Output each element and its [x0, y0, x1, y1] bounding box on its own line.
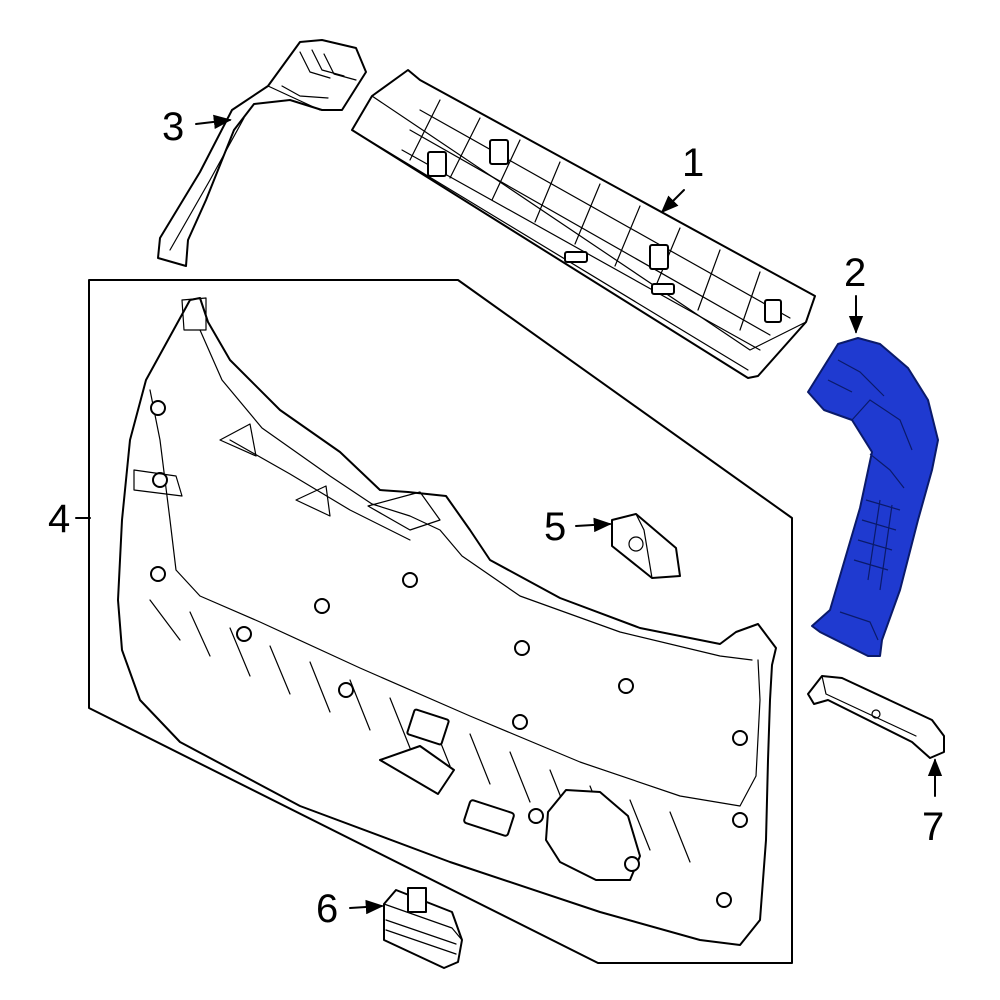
part-1-upper-trim-panel[interactable] — [351, 69, 816, 379]
part-3-pillar-trim-left[interactable] — [157, 39, 367, 267]
part-2-pillar-trim-right[interactable] — [807, 337, 939, 657]
callout-2: 2 — [844, 251, 866, 295]
callout-7: 7 — [922, 805, 944, 849]
callout-6: 6 — [316, 887, 338, 931]
part-6-connector-block[interactable] — [383, 887, 463, 969]
callout-1: 1 — [682, 141, 704, 185]
callout-3: 3 — [162, 105, 184, 149]
callout-4: 4 — [48, 497, 70, 541]
part-5-clip[interactable] — [611, 513, 681, 579]
part-4-group-frame — [88, 279, 793, 964]
callout-5: 5 — [544, 505, 566, 549]
part-7-bracket[interactable] — [807, 675, 945, 759]
callout-leaders — [75, 114, 943, 915]
part-4-liftgate-trim-panel[interactable] — [117, 297, 777, 946]
